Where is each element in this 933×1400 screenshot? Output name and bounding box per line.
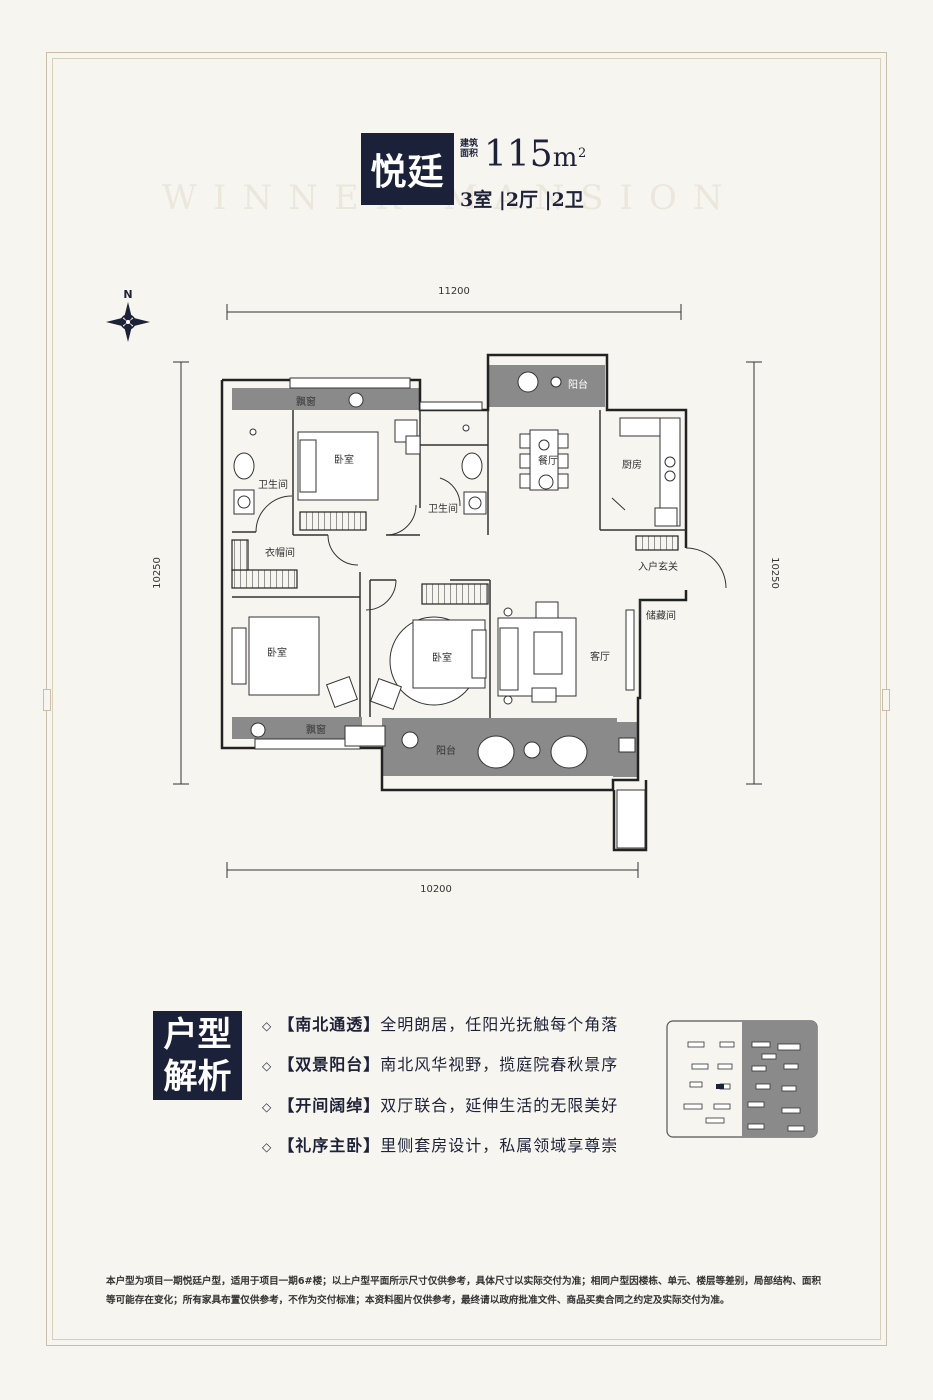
area-unit: m (552, 143, 578, 173)
room-count: 3室 |2厅 |2卫 (460, 189, 584, 211)
label-closet: 衣帽间 (265, 546, 295, 559)
diamond-icon: ◇ (262, 1140, 273, 1154)
kitchen-fixtures (611, 417, 681, 527)
area-label-line-1: 建筑 (460, 139, 479, 149)
feature-key: 【礼序主卧】 (278, 1136, 381, 1155)
doors (255, 477, 727, 611)
windows (254, 377, 646, 849)
area-label: 建筑 面积 (460, 139, 482, 159)
compass-icon: N (106, 288, 150, 342)
beds (231, 431, 487, 706)
dimension-right: 10250 (769, 557, 780, 589)
frame-ornament-left (43, 689, 51, 711)
area-value: 115m (484, 133, 577, 180)
label-bedroom-top: 卧室 (334, 453, 354, 466)
disclaimer-text: 本户型为项目一期悦廷户型，适用于项目一期6#楼；以上户型平面所示尺寸仅供参考，具… (106, 1276, 822, 1306)
compass-north-label: N (123, 288, 132, 301)
dining-table (519, 429, 569, 491)
feature-text: 双厅联合，延伸生活的无限美好 (380, 1096, 619, 1115)
analysis-badge-line-1: 户型 (163, 1014, 232, 1055)
area-number: 115 (484, 134, 553, 175)
label-balcony-top: 阳台 (568, 378, 588, 391)
wardrobes (231, 511, 679, 605)
label-bathroom-mid: 卫生间 (428, 502, 458, 515)
building-location-plan (666, 1020, 818, 1138)
label-bedroom-mid: 卧室 (432, 651, 452, 664)
label-entrance: 入户玄关 (638, 560, 678, 573)
diamond-icon: ◇ (262, 1059, 273, 1073)
label-bay-window-top: 飘窗 (296, 395, 316, 408)
diamond-icon: ◇ (262, 1019, 273, 1033)
dimension-lines (173, 304, 762, 878)
interior-walls (232, 410, 686, 718)
current-building-marker (716, 1084, 724, 1089)
label-bedroom-left: 卧室 (267, 646, 287, 659)
feature-item-4: ◇ 【礼序主卧】里侧套房设计，私属领域享尊崇 (262, 1132, 618, 1156)
living-sofa-set (497, 601, 635, 705)
feature-key: 【双景阳台】 (278, 1055, 381, 1074)
area-label-line-2: 面积 (460, 149, 479, 159)
feature-text: 南北风华视野，揽庭院春秋景序 (380, 1055, 619, 1074)
bathroom-fixtures (233, 419, 487, 515)
label-dining: 餐厅 (538, 454, 558, 467)
label-living: 客厅 (590, 650, 610, 663)
feature-key: 【开间阔绰】 (278, 1096, 381, 1115)
feature-item-3: ◇ 【开间阔绰】双厅联合，延伸生活的无限美好 (262, 1092, 618, 1116)
label-balcony-bottom: 阳台 (436, 744, 456, 757)
dimension-bottom: 10200 (420, 884, 452, 895)
frame-ornament-right (882, 689, 890, 711)
room-labels: 飘窗 卧室 卫生间 卫生间 衣帽间 阳台 餐厅 厨房 入户玄关 储藏间 卧室 卧… (258, 378, 678, 757)
feature-text: 全明朗居，任阳光抚触每个角落 (380, 1015, 619, 1034)
feature-item-1: ◇ 【南北通透】全明朗居，任阳光抚触每个角落 (262, 1011, 618, 1035)
feature-key: 【南北通透】 (278, 1015, 381, 1034)
label-kitchen: 厨房 (622, 458, 642, 471)
label-bathroom-left: 卫生间 (258, 478, 288, 491)
diamond-icon: ◇ (262, 1100, 273, 1114)
label-storage: 储藏间 (646, 609, 676, 622)
feature-item-2: ◇ 【双景阳台】南北风华视野，揽庭院春秋景序 (262, 1051, 618, 1075)
feature-text: 里侧套房设计，私属领域享尊崇 (380, 1136, 619, 1155)
dimension-top: 11200 (438, 286, 470, 297)
analysis-badge-line-2: 解析 (163, 1056, 232, 1097)
inner-frame (52, 58, 881, 1340)
unit-name-badge: 悦廷 (361, 133, 454, 205)
area-superscript: 2 (578, 146, 587, 161)
analysis-badge: 户型 解析 (153, 1011, 242, 1100)
floor-plan: N 11200 10200 10250 10250 (106, 286, 780, 895)
dimension-left: 10250 (152, 557, 163, 589)
chairs-and-plants (250, 371, 636, 769)
label-bay-window-bottom: 飘窗 (306, 723, 326, 736)
